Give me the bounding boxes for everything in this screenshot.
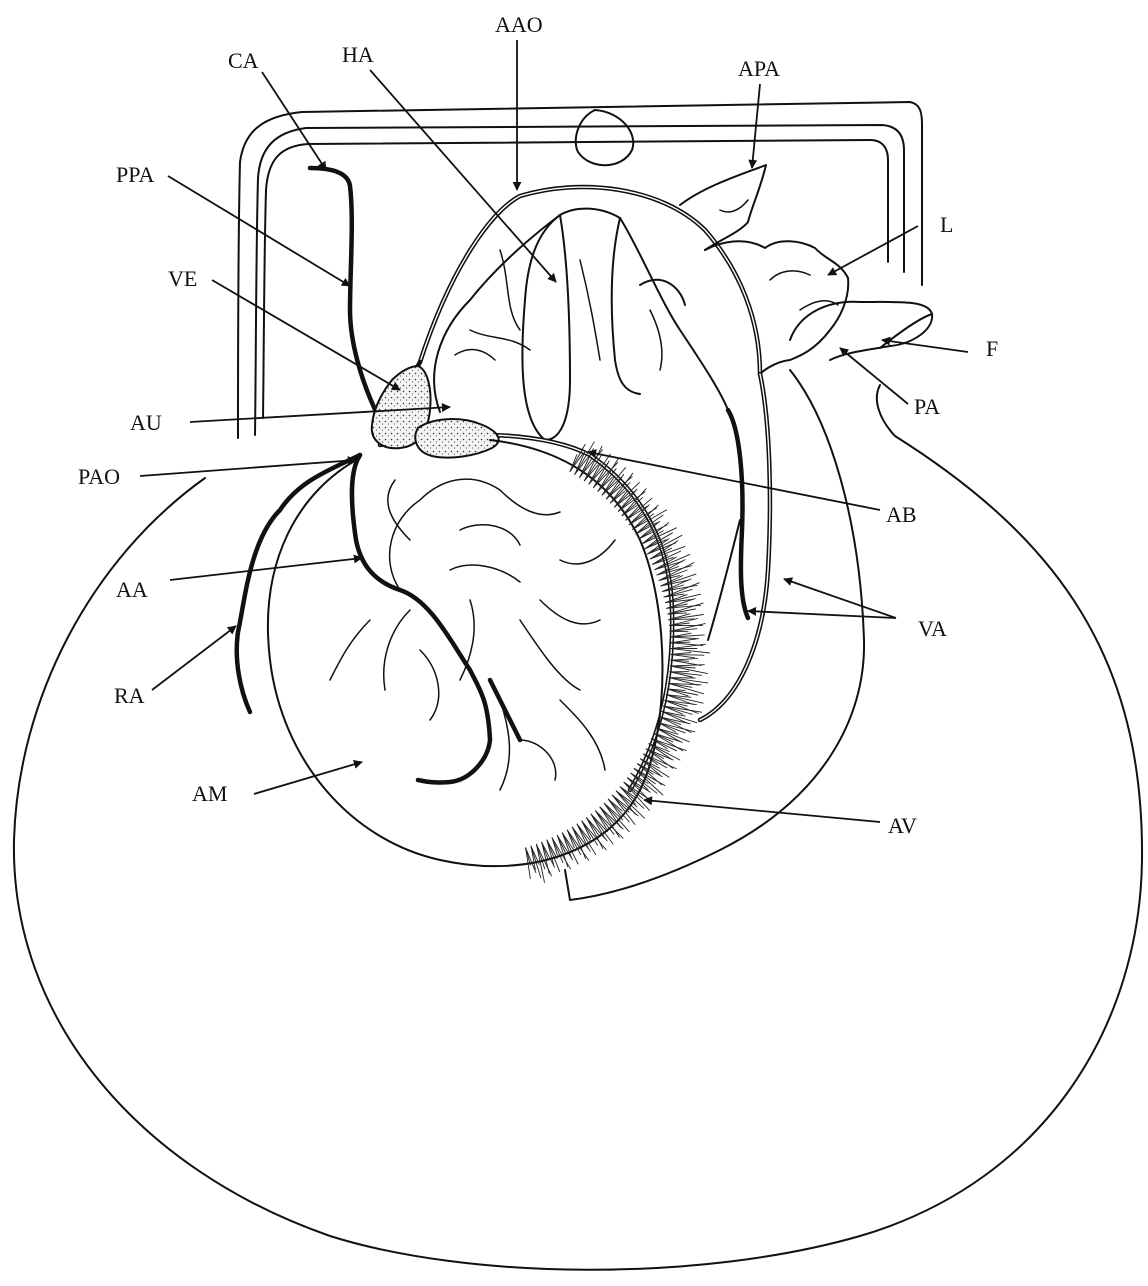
hatch-stroke: [669, 678, 708, 683]
membrane-right: [565, 370, 864, 900]
label-ab: AB: [886, 502, 917, 527]
label-av: AV: [888, 813, 917, 838]
allantois-process: [790, 302, 932, 360]
label-aao: AAO: [495, 12, 543, 37]
hatch-stroke: [670, 672, 702, 676]
membrane-right-inner: [708, 520, 740, 640]
label-ca: CA: [228, 48, 259, 73]
labels: AAO CA HA APA PPA L VE F PA AU PAO AB AA…: [78, 12, 998, 838]
window-frame: [238, 102, 922, 438]
area-vasculosa-hatch: [526, 442, 710, 883]
anterior-amniotic-fold: [680, 165, 766, 250]
label-apa: APA: [738, 56, 780, 81]
hatch-stroke: [662, 712, 688, 724]
label-l: L: [940, 212, 953, 237]
label-pao: PAO: [78, 464, 120, 489]
label-ra: RA: [114, 683, 145, 708]
hatch-stroke: [671, 637, 696, 638]
label-pa: PA: [914, 394, 940, 419]
hatch-stroke: [624, 782, 652, 801]
label-aa: AA: [116, 577, 148, 602]
hatch-stroke: [671, 658, 698, 660]
hatch-stroke: [671, 644, 706, 648]
label-ha: HA: [342, 42, 374, 67]
label-au: AU: [130, 410, 162, 435]
egg-outline: [14, 385, 1142, 1270]
label-ve: VE: [168, 266, 197, 291]
label-ppa: PPA: [116, 162, 154, 187]
amnion-disc: [268, 440, 663, 866]
head-region: [420, 187, 760, 440]
umbilical-blob-lower: [415, 419, 498, 458]
hatch-stroke: [552, 838, 557, 855]
label-va: VA: [918, 616, 947, 641]
label-am: AM: [192, 781, 227, 806]
label-f: F: [986, 336, 998, 361]
